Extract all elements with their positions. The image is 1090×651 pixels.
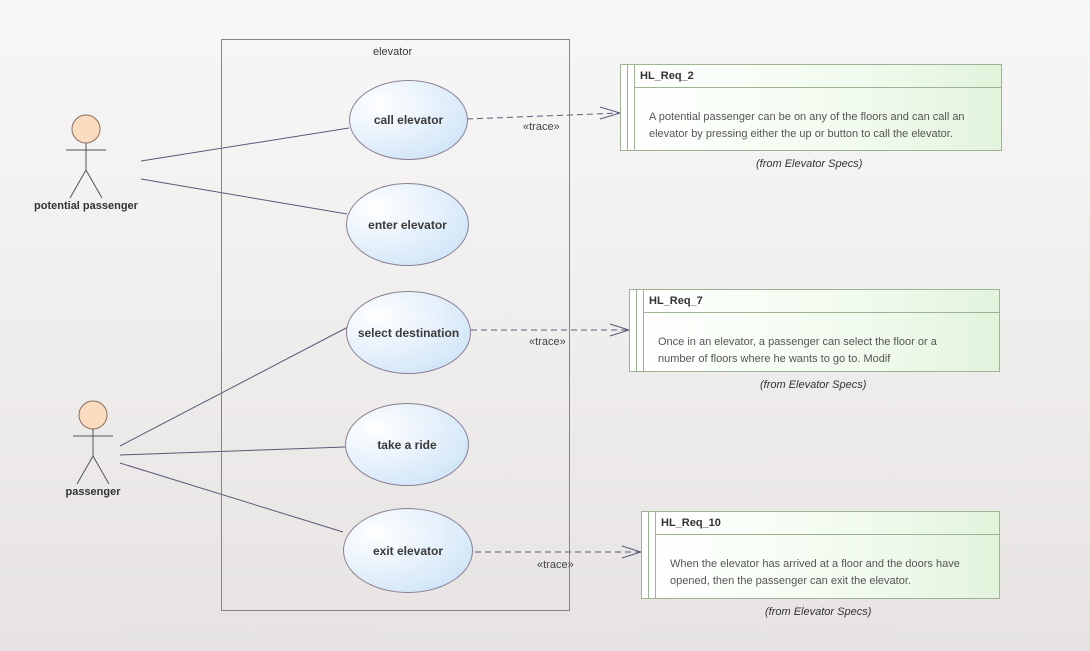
actor-icon[interactable] xyxy=(73,400,113,485)
association-line xyxy=(119,326,349,447)
requirement-source: (from Elevator Specs) xyxy=(760,379,867,391)
requirement-text: When the elevator has arrived at a floor… xyxy=(670,558,960,587)
use-case-call-elevator[interactable]: call elevator xyxy=(349,80,468,160)
association-line xyxy=(140,178,348,215)
actor-icon[interactable] xyxy=(66,114,106,199)
use-case-select-destination[interactable]: select destination xyxy=(346,291,471,374)
requirement-hl-req-7[interactable]: HL_Req_7 Once in an elevator, a passenge… xyxy=(629,289,1000,372)
association-line xyxy=(119,462,344,533)
requirement-text: Once in an elevator, a passenger can sel… xyxy=(658,336,937,365)
system-boundary[interactable] xyxy=(221,39,570,611)
requirement-title: HL_Req_2 xyxy=(634,65,1001,88)
trace-label: «trace» xyxy=(537,559,574,571)
requirement-hl-req-10[interactable]: HL_Req_10 When the elevator has arrived … xyxy=(641,511,1000,599)
actor-potential-passenger-label: potential passenger xyxy=(34,200,138,212)
use-case-exit-elevator[interactable]: exit elevator xyxy=(343,508,473,593)
trace-label: «trace» xyxy=(523,121,560,133)
requirement-text: A potential passenger can be on any of t… xyxy=(649,111,965,140)
use-case-take-a-ride[interactable]: take a ride xyxy=(345,403,469,486)
requirement-source: (from Elevator Specs) xyxy=(756,158,863,170)
requirement-title: HL_Req_10 xyxy=(655,512,999,535)
requirement-hl-req-2[interactable]: HL_Req_2 A potential passenger can be on… xyxy=(620,64,1002,151)
requirement-title: HL_Req_7 xyxy=(643,290,999,313)
boundary-label: elevator xyxy=(373,46,413,58)
requirement-source: (from Elevator Specs) xyxy=(765,606,872,618)
association-line xyxy=(140,127,350,162)
use-case-enter-elevator[interactable]: enter elevator xyxy=(346,183,469,266)
association-line xyxy=(119,446,346,456)
trace-label: «trace» xyxy=(529,336,566,348)
actor-passenger-label: passenger xyxy=(65,486,121,498)
